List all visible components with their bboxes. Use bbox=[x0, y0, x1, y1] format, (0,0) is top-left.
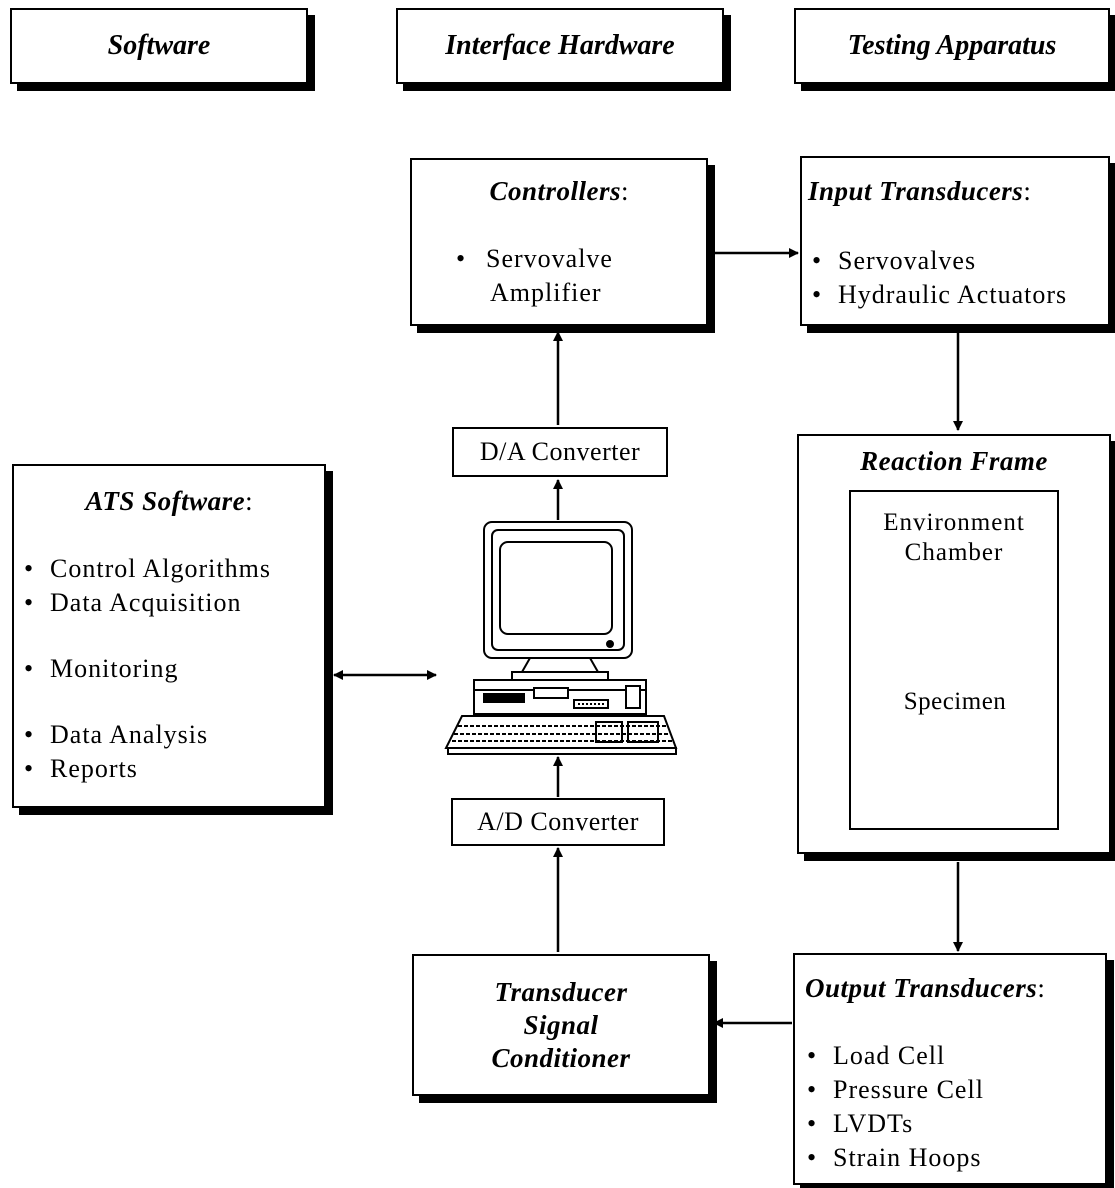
ats-software-item: Control Algorithms bbox=[20, 552, 271, 586]
ad-converter: A/D Converter bbox=[451, 798, 665, 846]
reaction-frame-title: Reaction Frame bbox=[860, 446, 1048, 476]
controllers-item: Servovalve bbox=[486, 244, 613, 273]
ats-software-item: Reports bbox=[20, 752, 271, 786]
header-interface-hardware: Interface Hardware bbox=[396, 8, 724, 84]
signal-conditioner-label: Transducer bbox=[494, 977, 628, 1007]
signal-conditioner-label: Conditioner bbox=[491, 1043, 631, 1073]
ats-software-title: ATS Software bbox=[85, 486, 246, 516]
header-testing-apparatus: Testing Apparatus bbox=[794, 8, 1110, 84]
output-transducers-item: Pressure Cell bbox=[803, 1073, 984, 1107]
signal-conditioner-box: Transducer Signal Conditioner bbox=[412, 954, 710, 1096]
output-transducers-item: Strain Hoops bbox=[803, 1141, 984, 1175]
controllers-item: Amplifier bbox=[490, 278, 602, 307]
computer-icon bbox=[444, 521, 678, 755]
environment-chamber-label: Chamber bbox=[904, 539, 1004, 566]
reaction-frame-box: Reaction Frame Environment Chamber bbox=[797, 434, 1111, 854]
environment-chamber: Environment Chamber bbox=[849, 490, 1059, 830]
controllers-title: Controllers bbox=[489, 176, 622, 206]
ats-software-item: Monitoring bbox=[20, 652, 271, 686]
environment-chamber-label: Environment bbox=[883, 509, 1025, 536]
input-transducers-item: Hydraulic Actuators bbox=[808, 278, 1067, 312]
input-transducers-item: Servovalves bbox=[808, 244, 1067, 278]
input-transducers-title: Input Transducers bbox=[808, 176, 1024, 206]
output-transducers-item: LVDTs bbox=[803, 1107, 984, 1141]
output-transducers-box: Output Transducers: Load Cell Pressure C… bbox=[793, 953, 1107, 1185]
ats-software-item: Data Acquisition bbox=[20, 586, 271, 620]
ats-software-item: Data Analysis bbox=[20, 718, 271, 752]
specimen-label: Specimen bbox=[892, 684, 1018, 720]
ats-software-box: ATS Software: Control Algorithms Data Ac… bbox=[12, 464, 326, 808]
signal-conditioner-label: Signal bbox=[523, 1010, 599, 1040]
controllers-box: Controllers: •Servovalve Amplifier bbox=[410, 158, 708, 326]
output-transducers-title: Output Transducers bbox=[805, 973, 1038, 1003]
da-converter: D/A Converter bbox=[452, 427, 668, 477]
input-transducers-box: Input Transducers: Servovalves Hydraulic… bbox=[800, 156, 1110, 326]
header-software: Software bbox=[10, 8, 308, 84]
output-transducers-item: Load Cell bbox=[803, 1039, 984, 1073]
